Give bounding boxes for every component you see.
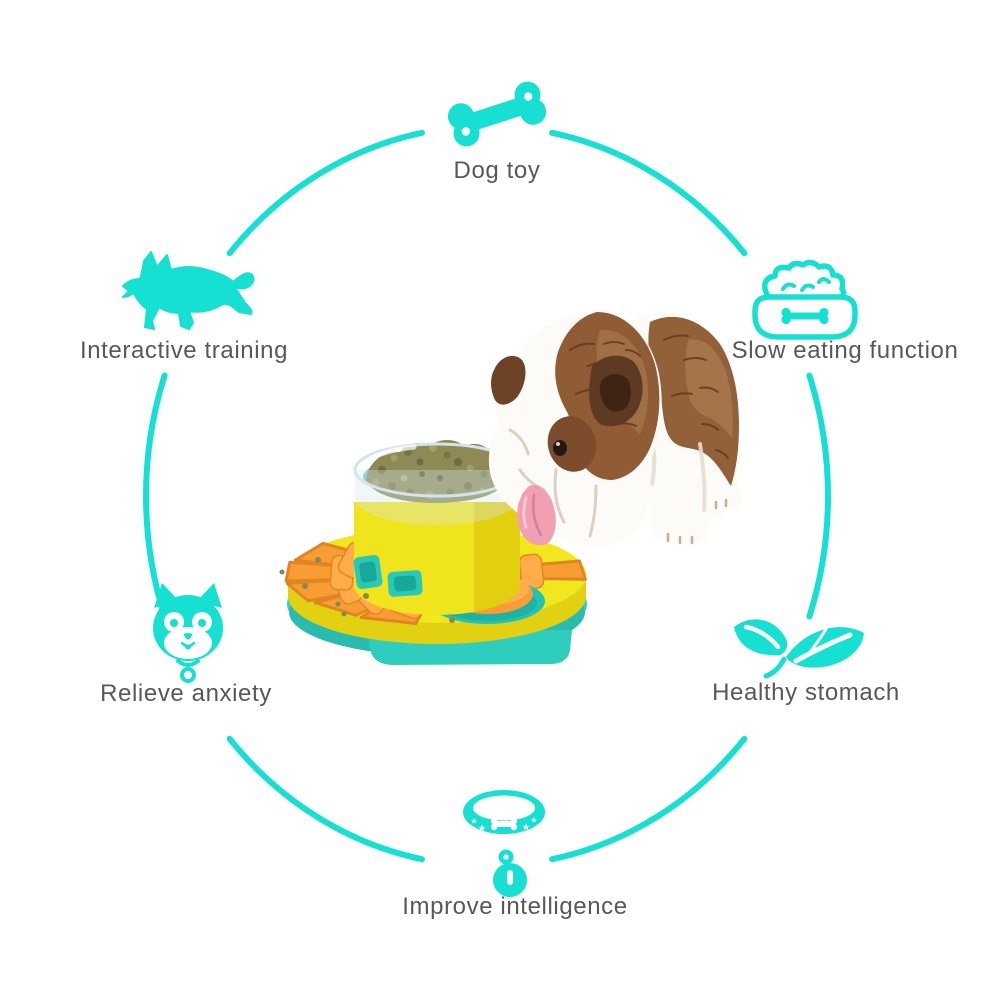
dog-collar-icon (463, 789, 545, 897)
kibble-speckles (372, 444, 497, 499)
ring-arc-right (806, 372, 831, 620)
toy-kibble-dome (353, 440, 521, 525)
feature-ring (143, 129, 831, 863)
feature-label-improve-intelligence: Improve intelligence (402, 893, 627, 920)
dog-tongue (517, 485, 556, 546)
feature-label-healthy-stomach: Healthy stomach (712, 679, 900, 706)
feature-label-dog-toy: Dog toy (454, 157, 541, 184)
feature-label-relieve-anxiety: Relieve anxiety (100, 680, 272, 707)
feature-label-slow-eating-function: Slow eating function (732, 337, 959, 364)
product-photo (279, 309, 742, 665)
bone-icon (447, 81, 547, 147)
ring-arc-bottom-left (226, 735, 425, 863)
food-bowl-icon (752, 259, 858, 340)
toy-windows (353, 554, 423, 597)
ring-arc-bottom-right (549, 735, 748, 863)
ring-arc-left (143, 372, 168, 620)
dog-ear-left (491, 355, 526, 405)
feature-label-interactive-training: Interactive training (80, 337, 288, 364)
dog-face-icon (153, 583, 223, 683)
ring-arc-top-left (226, 129, 425, 257)
kibble-crumbs (279, 557, 455, 623)
dog-eye (553, 440, 567, 456)
feature-labels: Dog toy Interactive training Slow eating… (80, 157, 958, 920)
ring-arc-top-right (549, 129, 748, 257)
leaves-icon (734, 619, 864, 679)
running-dog-icon (122, 251, 255, 330)
puzzle-feeder-toy (279, 440, 587, 665)
